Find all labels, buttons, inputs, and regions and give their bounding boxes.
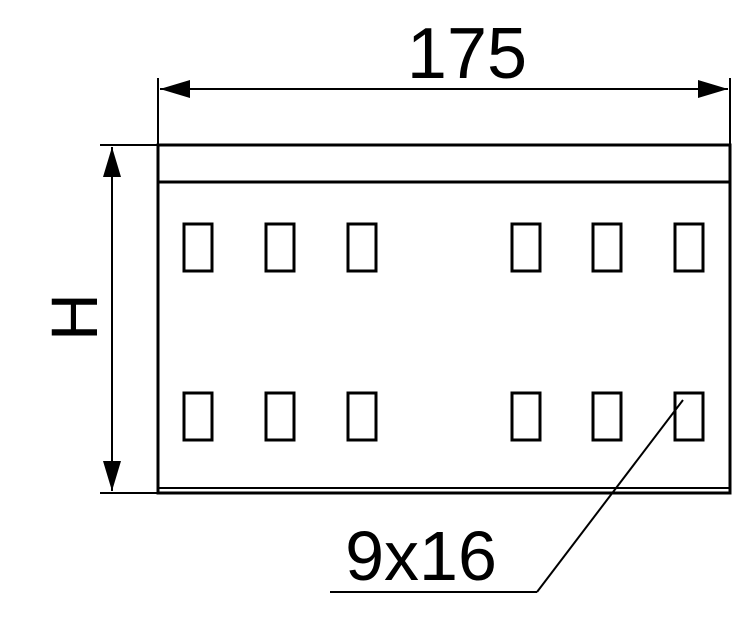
slot-r2-c4 [510, 391, 542, 442]
slot-r1-c3 [346, 222, 378, 273]
width-dimension [157, 78, 731, 145]
height-arrow-top [103, 147, 121, 177]
slot-r1-c5 [591, 222, 623, 273]
tray-body [156, 143, 732, 495]
tray-outline [156, 143, 732, 495]
slot-r2-c2 [264, 391, 296, 442]
slot-r2-c3 [346, 391, 378, 442]
slot-r2-c6 [673, 391, 705, 442]
slot-leader-diagonal [536, 399, 684, 593]
slot-r2-c5 [591, 391, 623, 442]
slot-r2-c1 [182, 391, 214, 442]
slot-r1-c1 [182, 222, 214, 273]
slot-group [182, 222, 705, 442]
width-dimension-label: 175 [407, 14, 527, 94]
width-arrow-left [160, 80, 190, 98]
width-arrow-right [698, 80, 728, 98]
height-dimension [100, 144, 158, 494]
slot-r1-c2 [264, 222, 296, 273]
slot-leader [330, 399, 684, 593]
slot-size-label: 9x16 [345, 517, 497, 595]
height-arrow-bottom [103, 461, 121, 491]
slot-r1-c6 [673, 222, 705, 273]
height-dimension-label: H [37, 293, 111, 341]
slot-r1-c4 [510, 222, 542, 273]
